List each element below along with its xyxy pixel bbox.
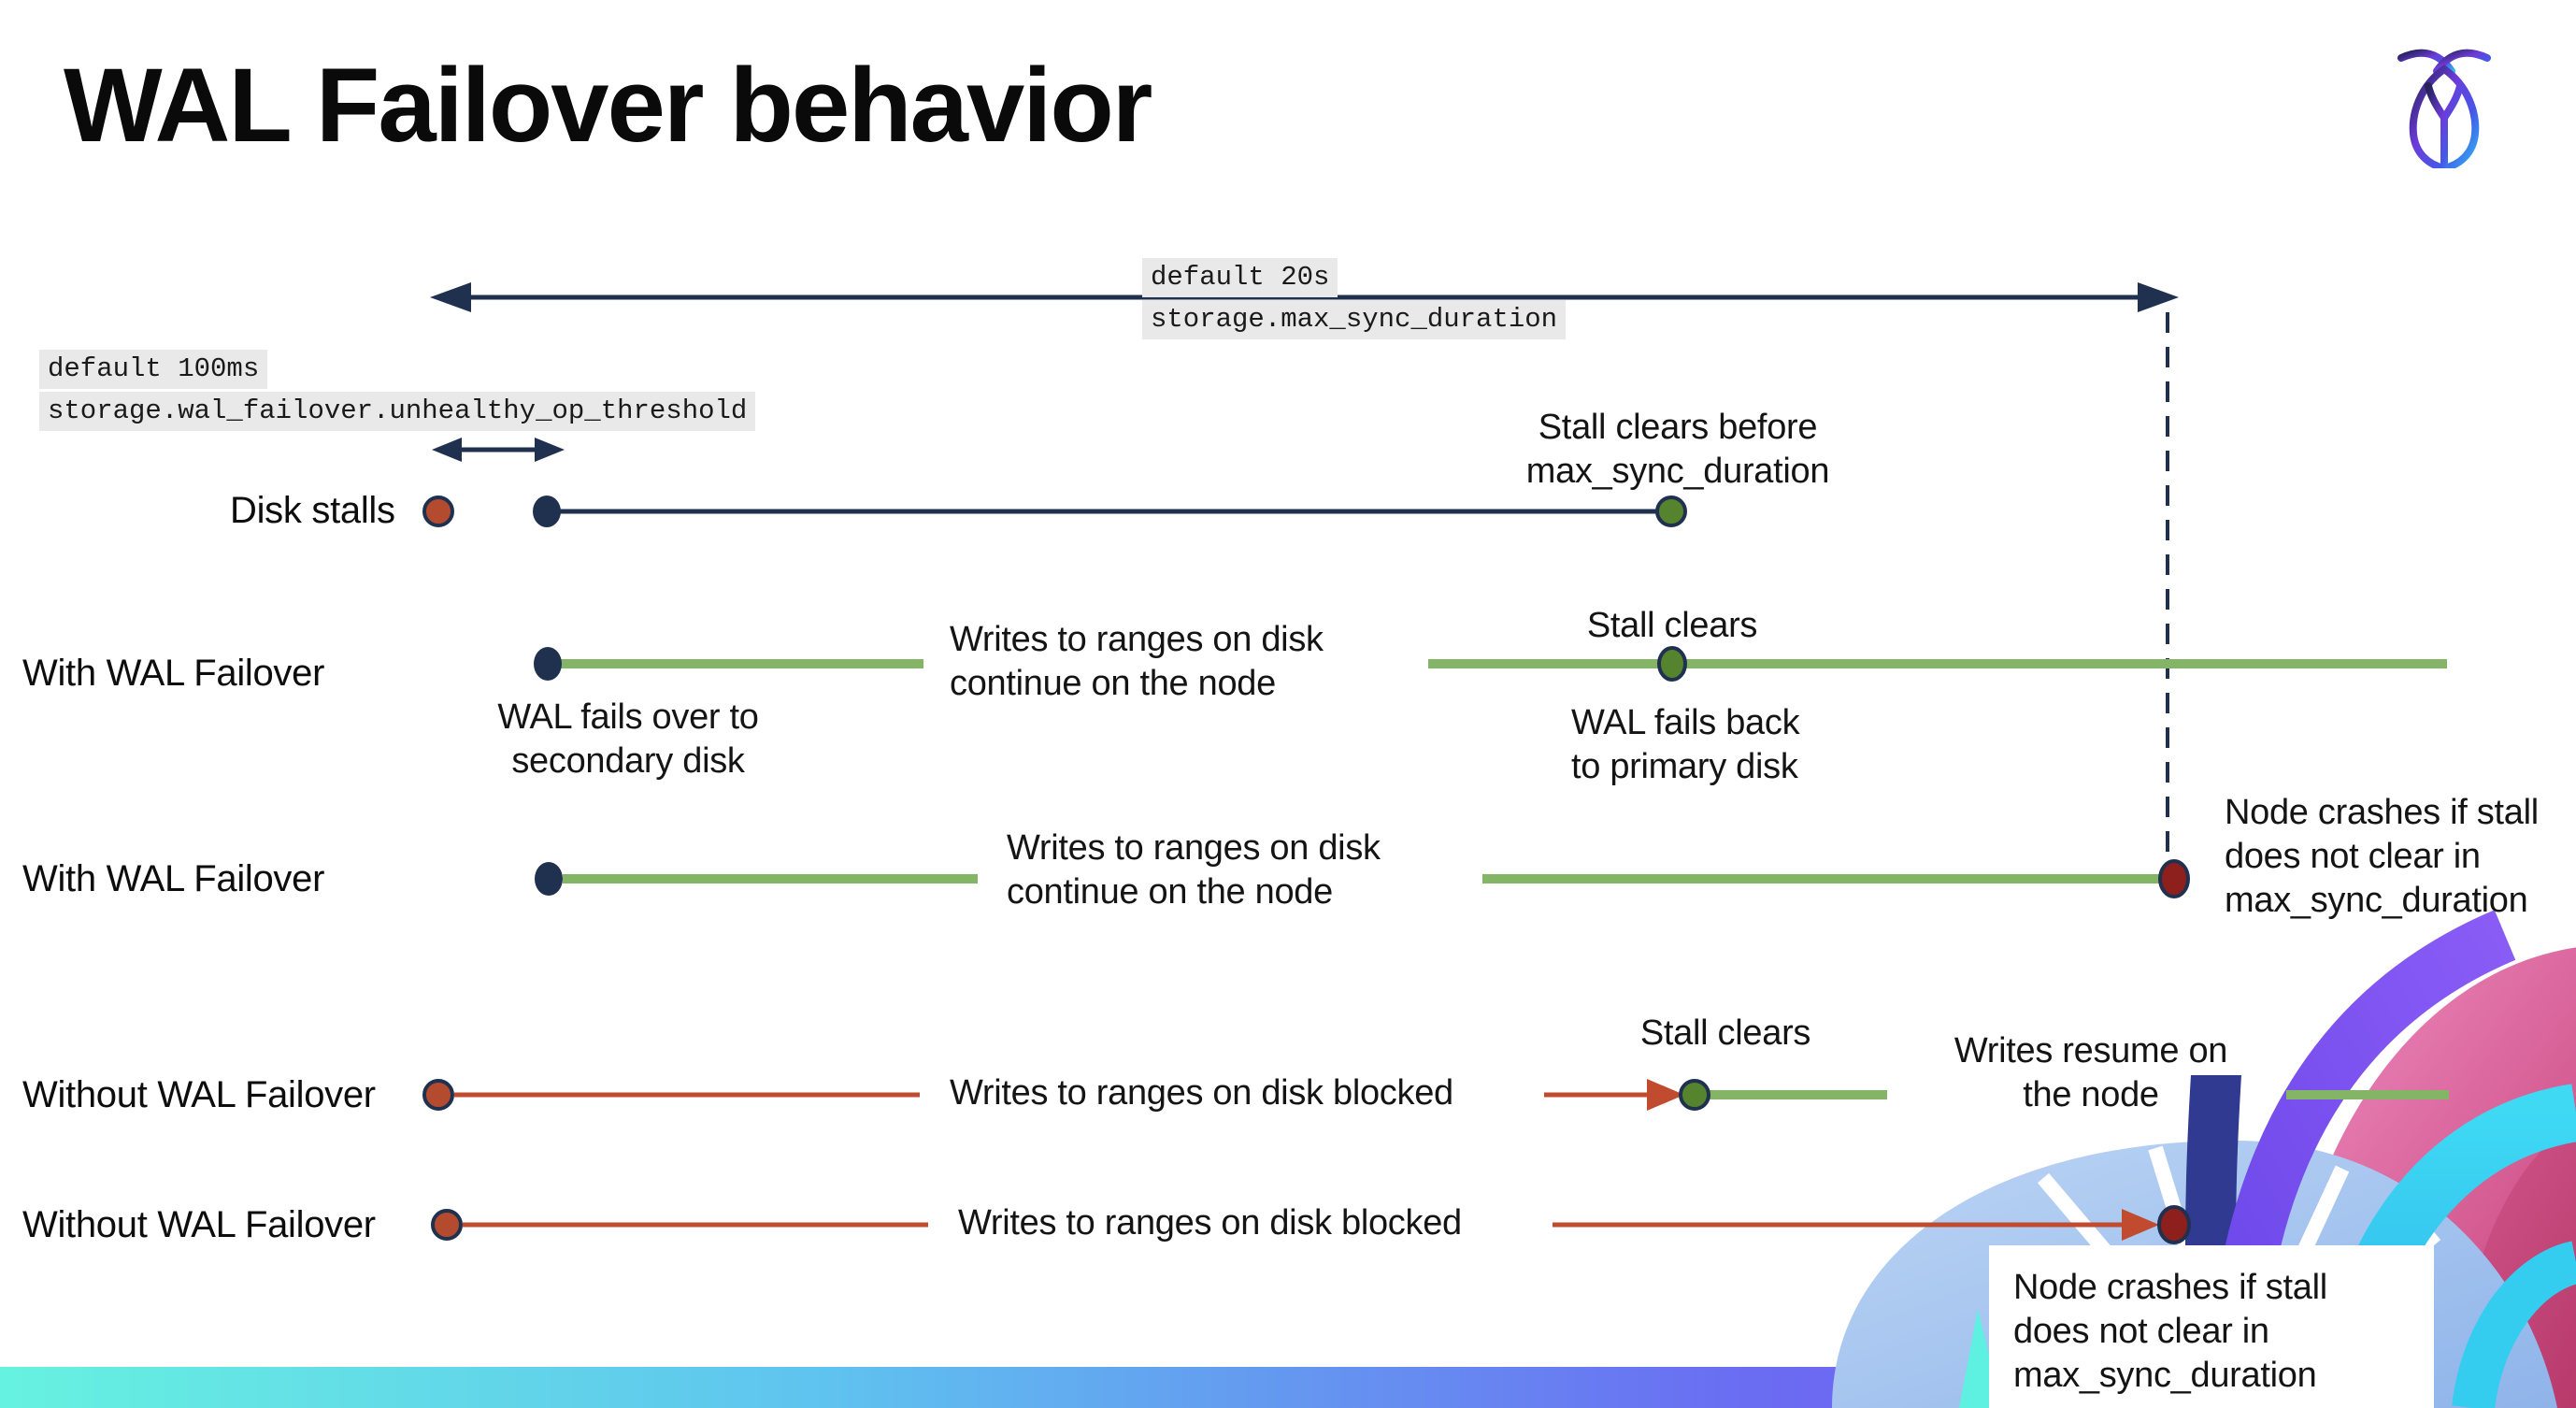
failover-dot <box>534 647 562 681</box>
row-label-with-wal-1: With WAL Failover <box>22 653 325 694</box>
art-cyan-arc-small <box>2452 1241 2576 1408</box>
max-sync-span-arrow <box>430 282 2179 312</box>
row-disk-stalls <box>422 496 1687 527</box>
row-label-disk-stalls: Disk stalls <box>230 490 395 531</box>
note-line: Writes to ranges on disk <box>1007 828 1381 868</box>
row-label-without-wal-1: Without WAL Failover <box>22 1074 376 1115</box>
max-sync-setting: storage.max_sync_duration <box>1142 300 1567 339</box>
note-line: does not clear in <box>2225 837 2481 876</box>
stall-start-dot <box>422 496 454 527</box>
note-line: the node <box>2023 1075 2159 1114</box>
note-line: does not clear in <box>2013 1312 2269 1351</box>
blocked-start-dot-2 <box>431 1209 463 1241</box>
row-with-wal-1 <box>534 646 2447 682</box>
writes-resume-note: Writes resume on the node <box>1932 1029 2250 1117</box>
note-line: secondary disk <box>511 741 745 781</box>
note-line: to primary disk <box>1571 747 1798 786</box>
note-line: Stall clears before <box>1538 408 1818 447</box>
failback-dot <box>1657 646 1687 682</box>
note-line: Writes resume on <box>1953 1031 2228 1070</box>
crash-dot-2 <box>2157 1205 2191 1244</box>
writes-continue-note-2: Writes to ranges on disk continue on the… <box>1007 826 1381 914</box>
stall-clears-before-note: Stall clears before max_sync_duration <box>1486 406 1869 494</box>
note-line: Node crashes if stall <box>2225 793 2539 832</box>
row-without-wal-1 <box>422 1079 2449 1111</box>
note-line: continue on the node <box>950 664 1276 703</box>
threshold-dot <box>533 496 561 527</box>
note-line: WAL fails back <box>1571 703 1800 742</box>
note-line: max_sync_duration <box>1525 452 1830 491</box>
writes-blocked-note-2: Writes to ranges on disk blocked <box>958 1203 1462 1243</box>
max-sync-duration-label: default 20s storage.max_sync_duration <box>1142 258 1567 342</box>
threshold-setting: storage.wal_failover.unhealthy_op_thresh… <box>39 392 756 431</box>
row-without-wal-2 <box>431 1205 2191 1244</box>
failover-dot-2 <box>535 862 563 896</box>
crash-note-box: Node crashes if stall does not clear in … <box>1989 1245 2434 1408</box>
note-line: max_sync_duration <box>2013 1356 2317 1395</box>
writes-continue-note-1: Writes to ranges on disk continue on the… <box>950 618 1324 706</box>
stall-clear-dot <box>1655 496 1687 527</box>
cockroachdb-logo-icon <box>2397 49 2491 168</box>
note-line: Writes to ranges on disk <box>950 620 1324 659</box>
row-label-without-wal-2: Without WAL Failover <box>22 1204 376 1245</box>
stall-clears-note-1: Stall clears <box>1586 606 1758 645</box>
threshold-default: default 100ms <box>39 350 268 389</box>
red-arrowhead-2 <box>2122 1209 2159 1241</box>
writes-blocked-note-1: Writes to ranges on disk blocked <box>950 1073 1453 1113</box>
note-line: WAL fails over to <box>497 697 759 737</box>
crash-dot <box>2158 859 2190 898</box>
max-sync-default: default 20s <box>1142 258 1338 297</box>
wal-fails-over-note: WAL fails over to secondary disk <box>441 696 815 783</box>
row-label-with-wal-2: With WAL Failover <box>22 858 325 899</box>
unhealthy-op-threshold-label: default 100ms storage.wal_failover.unhea… <box>39 350 756 434</box>
note-line: max_sync_duration <box>2225 881 2528 920</box>
stall-clears-note-2: Stall clears <box>1639 1013 1811 1053</box>
row-with-wal-2 <box>535 859 2190 898</box>
node-crashes-note-2: Node crashes if stall does not clear in … <box>1989 1245 2434 1398</box>
note-line: Node crashes if stall <box>2013 1268 2327 1307</box>
red-arrowhead <box>1647 1079 1684 1111</box>
page-title: WAL Failover behavior <box>64 47 1152 164</box>
wal-fails-back-note: WAL fails back to primary disk <box>1571 701 1800 789</box>
blocked-start-dot <box>422 1079 454 1111</box>
note-line: continue on the node <box>1007 872 1333 912</box>
threshold-span-arrow <box>432 438 565 462</box>
node-crashes-note-1: Node crashes if stall does not clear in … <box>2225 791 2539 923</box>
stall-clear-dot-2 <box>1679 1079 1710 1111</box>
